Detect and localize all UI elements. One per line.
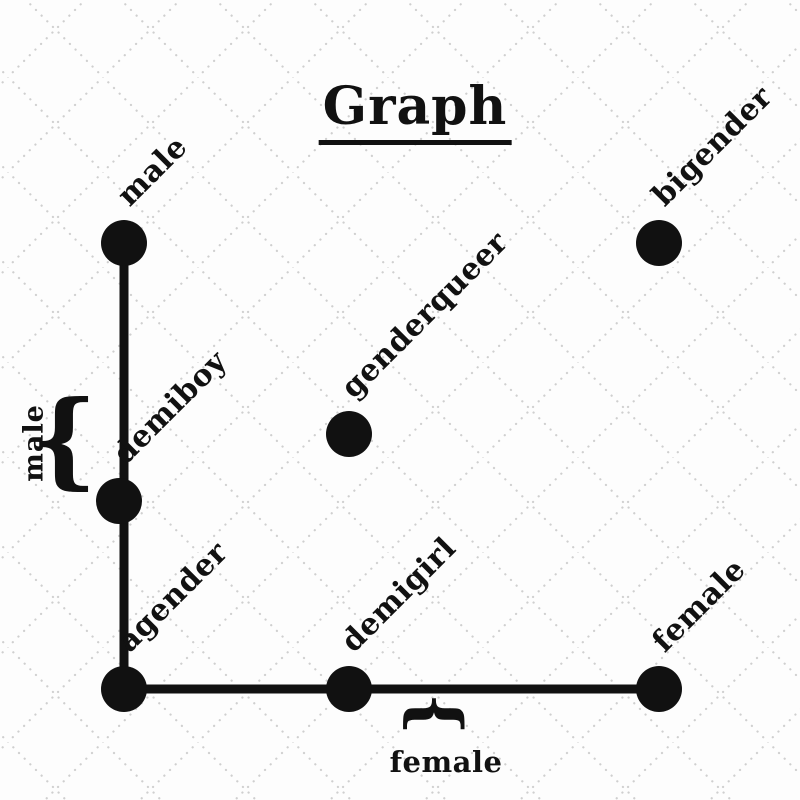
node-genderqueer: [326, 411, 372, 457]
female-group-label: female: [389, 745, 503, 779]
curly-brace-bottom-icon: {: [398, 692, 476, 736]
page-title: Graph: [318, 76, 512, 145]
male-group-label: male: [18, 404, 50, 482]
node-bigender: [636, 220, 682, 266]
node-female: [636, 666, 682, 712]
node-demigirl: [326, 666, 372, 712]
curly-brace-left-icon: {: [30, 376, 98, 500]
node-agender: [101, 666, 147, 712]
node-male: [101, 220, 147, 266]
node-demiboy: [96, 478, 142, 524]
